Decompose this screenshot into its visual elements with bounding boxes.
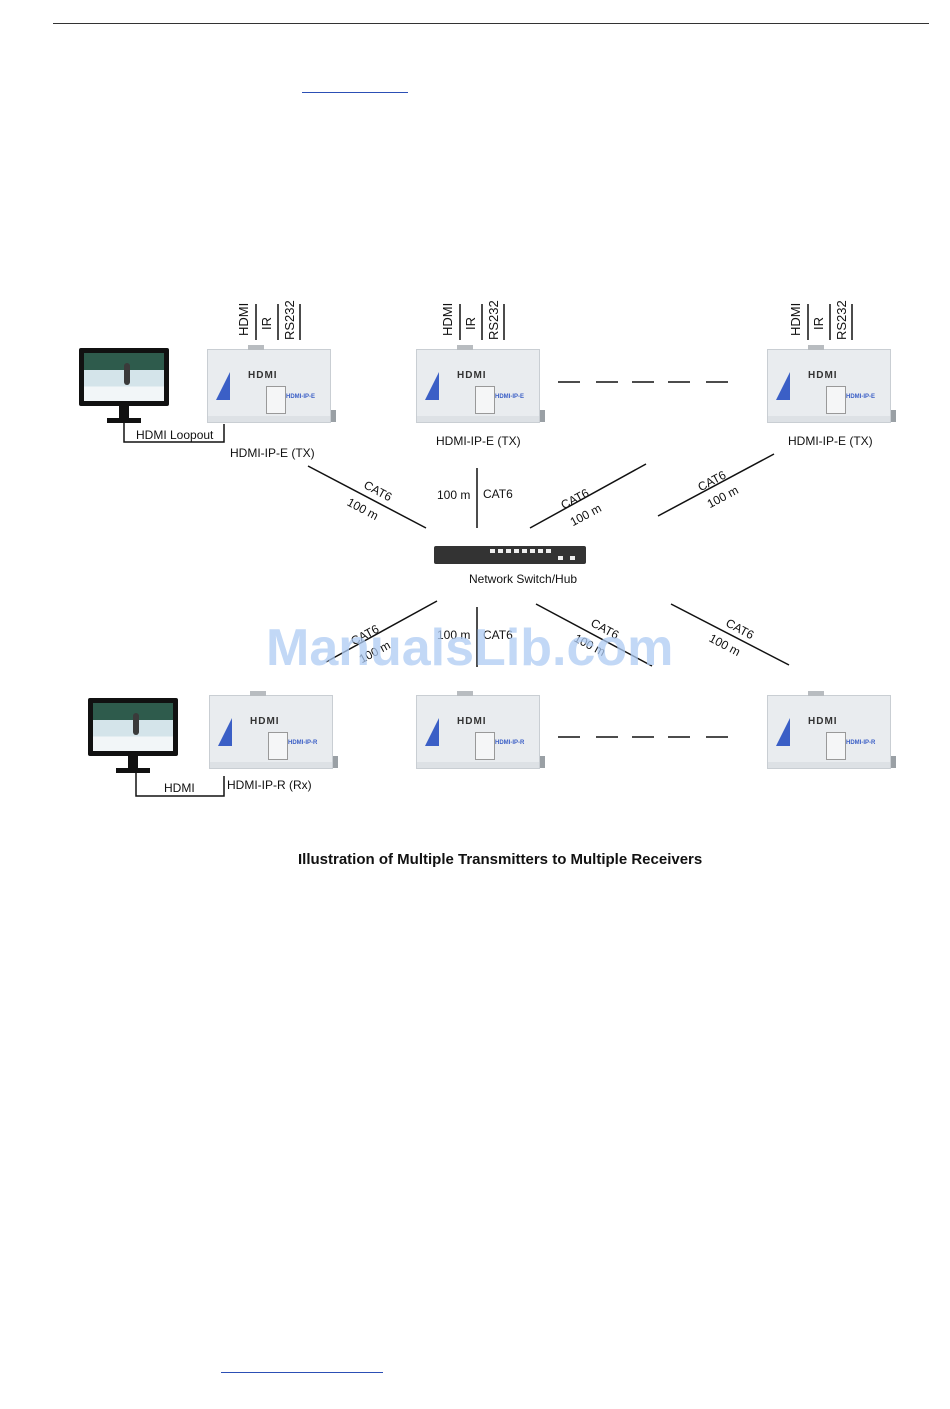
connector <box>540 410 545 422</box>
monitor-stand <box>128 756 138 770</box>
connector <box>248 345 264 350</box>
device-ports <box>475 732 495 760</box>
device-logo: HDMI <box>248 370 278 381</box>
device-model: HDMI-IP-R <box>846 740 876 746</box>
brand-wedge <box>425 372 439 400</box>
lower-links <box>325 600 790 667</box>
link-cable-label: CAT6 <box>483 628 513 642</box>
connector <box>891 410 896 422</box>
switch-port <box>570 556 575 560</box>
link-distance-label: 100 m <box>437 488 471 502</box>
network-switch-icon <box>434 546 586 564</box>
diagram-caption: Illustration of Multiple Transmitters to… <box>298 851 703 868</box>
hdmi-extender-icon: HDMI HDMI-IP-R <box>767 691 896 769</box>
hdmi-extender-icon: HDMI HDMI-IP-E <box>416 345 545 423</box>
transmitter-label-1: HDMI-IP-E (TX) <box>230 446 315 460</box>
device-logo: HDMI <box>808 716 838 727</box>
connector <box>808 691 824 696</box>
device-model: HDMI-IP-E <box>846 394 875 400</box>
hdmi-cable-label: HDMI <box>164 781 195 795</box>
device-ports <box>826 732 846 760</box>
device-logo: HDMI <box>457 716 487 727</box>
link-cable-label: CAT6 <box>483 487 513 501</box>
signal-label-rs232-1: RS232 <box>282 300 297 340</box>
switch-port <box>538 549 543 553</box>
device-logo: HDMI <box>457 370 487 381</box>
device-ports <box>475 386 495 414</box>
hdmi-extender-icon: HDMI HDMI-IP-R <box>416 691 545 769</box>
transmitter-label-2: HDMI-IP-E (TX) <box>436 434 521 448</box>
switch-port <box>498 549 503 553</box>
hdmi-loopout-label: HDMI Loopout <box>136 428 214 442</box>
link-distance-label: 100 m <box>437 628 471 642</box>
switch-port <box>522 549 527 553</box>
connector <box>331 410 336 422</box>
device-model: HDMI-IP-E <box>286 394 315 400</box>
transmitter-label-3: HDMI-IP-E (TX) <box>788 434 873 448</box>
signal-label-ir-3: IR <box>811 317 826 330</box>
signal-label-ir-2: IR <box>463 317 478 330</box>
connector <box>250 691 266 696</box>
top-rule <box>53 23 929 24</box>
receiver-label-1: HDMI-IP-R (Rx) <box>227 778 312 792</box>
signal-label-hdmi-1: HDMI <box>236 302 251 336</box>
dash-continuation <box>558 381 728 738</box>
monitor-stand <box>119 406 129 420</box>
signal-label-hdmi-3: HDMI <box>788 302 803 336</box>
connector <box>457 345 473 350</box>
skater-image <box>124 363 130 385</box>
device-model: HDMI-IP-E <box>495 394 524 400</box>
signal-label-rs232-3: RS232 <box>834 300 849 340</box>
monitor-screen <box>84 353 164 401</box>
connector <box>540 756 545 768</box>
connector <box>808 345 824 350</box>
device-ports <box>268 732 288 760</box>
signal-label-rs232-2: RS232 <box>486 300 501 340</box>
signal-label-ir-1: IR <box>259 317 274 330</box>
connector <box>457 691 473 696</box>
switch-label: Network Switch/Hub <box>469 572 578 586</box>
connector <box>891 756 896 768</box>
device-logo: HDMI <box>808 370 838 381</box>
device-model: HDMI-IP-R <box>495 740 525 746</box>
brand-wedge <box>776 372 790 400</box>
monitor-icon <box>88 698 178 756</box>
skater-image <box>133 713 139 735</box>
device-model: HDMI-IP-R <box>288 740 318 746</box>
brand-wedge <box>216 372 230 400</box>
brand-wedge <box>218 718 232 746</box>
switch-port <box>558 556 563 560</box>
watermark: ManualsLib.com <box>266 619 674 677</box>
hdmi-extender-icon: HDMI HDMI-IP-E <box>207 345 336 423</box>
monitor-screen <box>93 703 173 751</box>
hdmi-extender-icon: HDMI HDMI-IP-E <box>767 345 896 423</box>
monitor-base <box>116 768 150 773</box>
device-logo: HDMI <box>250 716 280 727</box>
signal-label-hdmi-2: HDMI <box>440 302 455 336</box>
switch-port <box>530 549 535 553</box>
monitor-cables <box>123 420 225 797</box>
monitor-base <box>107 418 141 423</box>
footer-link[interactable] <box>221 1372 383 1373</box>
device-ports <box>826 386 846 414</box>
monitor-icon <box>79 348 169 406</box>
hdmi-extender-icon: HDMI HDMI-IP-R <box>209 691 338 769</box>
switch-port <box>490 549 495 553</box>
switch-port <box>506 549 511 553</box>
switch-port <box>546 549 551 553</box>
signal-bars <box>255 304 853 340</box>
connector <box>333 756 338 768</box>
device-ports <box>266 386 286 414</box>
switch-port <box>514 549 519 553</box>
brand-wedge <box>425 718 439 746</box>
upper-links <box>307 453 775 529</box>
header-link[interactable] <box>302 92 408 93</box>
brand-wedge <box>776 718 790 746</box>
